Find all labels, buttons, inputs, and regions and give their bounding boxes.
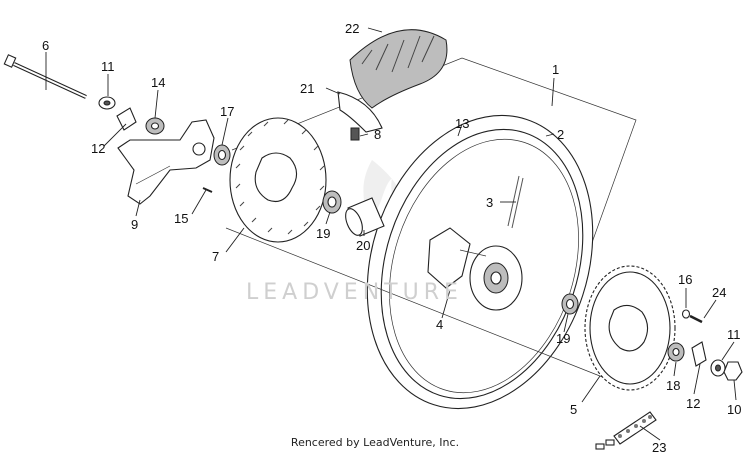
callout-10: 10 bbox=[727, 402, 741, 417]
brake-disc bbox=[229, 117, 327, 243]
callout-19-right: 19 bbox=[556, 331, 570, 346]
bearing-19-right bbox=[561, 293, 579, 315]
washer-left bbox=[98, 96, 116, 110]
washer-right bbox=[710, 359, 726, 377]
seal-17 bbox=[213, 144, 231, 166]
credit-line: Rencered by LeadVenture, Inc. bbox=[290, 436, 460, 449]
spokes bbox=[507, 175, 524, 229]
callout-18: 18 bbox=[666, 378, 680, 393]
axle-centerline bbox=[225, 227, 611, 381]
hub bbox=[427, 227, 523, 311]
callout-4: 4 bbox=[436, 317, 443, 332]
callout-23: 23 bbox=[652, 440, 666, 455]
spacer-20 bbox=[345, 197, 385, 237]
callout-24: 24 bbox=[712, 285, 726, 300]
disc-screw bbox=[202, 187, 213, 193]
axle-bolt bbox=[3, 54, 87, 99]
callout-17: 17 bbox=[220, 104, 234, 119]
bearing-19-left bbox=[322, 190, 342, 214]
tyre bbox=[349, 29, 448, 109]
callout-1: 1 bbox=[552, 62, 559, 77]
callout-19-left: 19 bbox=[316, 226, 330, 241]
chain-adjuster-right bbox=[691, 341, 707, 367]
spacer-14 bbox=[145, 117, 165, 135]
inner-tube bbox=[337, 91, 383, 141]
sprocket-bolt bbox=[681, 309, 703, 324]
callout-8: 8 bbox=[374, 127, 381, 142]
callout-12-left: 12 bbox=[91, 141, 105, 156]
callout-5: 5 bbox=[570, 402, 577, 417]
sprocket bbox=[584, 265, 676, 391]
callout-20: 20 bbox=[356, 238, 370, 253]
callout-6: 6 bbox=[42, 38, 49, 53]
watermark: LEADVENTURE bbox=[246, 280, 463, 305]
callout-11-left: 11 bbox=[101, 59, 115, 74]
caliper-bracket bbox=[117, 119, 215, 205]
spacer-18 bbox=[667, 342, 685, 362]
callout-11-right: 11 bbox=[727, 327, 741, 342]
axle-nut bbox=[723, 361, 743, 381]
callout-22: 22 bbox=[345, 21, 359, 36]
callout-13: 13 bbox=[455, 116, 469, 131]
chain bbox=[595, 411, 657, 450]
leader-lines bbox=[45, 27, 737, 441]
callout-2: 2 bbox=[557, 127, 564, 142]
callout-12-right: 12 bbox=[686, 396, 700, 411]
callout-21: 21 bbox=[300, 81, 314, 96]
callout-3: 3 bbox=[486, 195, 493, 210]
callout-7: 7 bbox=[212, 249, 219, 264]
callout-16: 16 bbox=[678, 272, 692, 287]
callout-15: 15 bbox=[174, 211, 188, 226]
callout-14: 14 bbox=[151, 75, 165, 90]
chain-adjuster-left bbox=[116, 107, 137, 131]
callout-9: 9 bbox=[131, 217, 138, 232]
callout-labels: 1 2 3 4 5 6 7 8 9 10 11 11 12 12 13 14 1… bbox=[42, 21, 741, 455]
